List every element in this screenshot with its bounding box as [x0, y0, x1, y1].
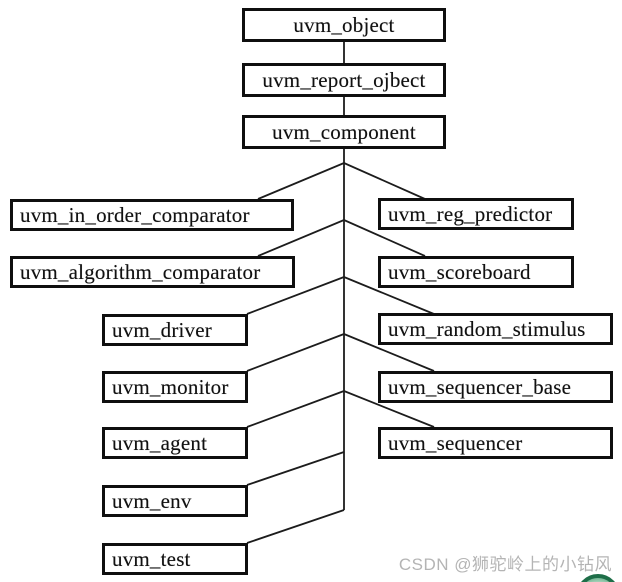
node-uvm-monitor: uvm_monitor — [102, 371, 248, 403]
node-uvm-algorithm-comparator: uvm_algorithm_comparator — [10, 256, 295, 288]
edge-row5 — [246, 390, 435, 428]
node-uvm-object: uvm_object — [242, 8, 446, 42]
edge-row4 — [246, 333, 435, 372]
node-uvm-agent: uvm_agent — [102, 427, 248, 459]
node-uvm-sequencer-base: uvm_sequencer_base — [378, 371, 613, 403]
edge-row3 — [246, 276, 435, 315]
node-uvm-scoreboard: uvm_scoreboard — [378, 256, 574, 288]
node-uvm-sequencer: uvm_sequencer — [378, 427, 613, 459]
csdn-watermark: CSDN @狮驼岭上的小钻风 — [398, 555, 612, 574]
node-uvm-env: uvm_env — [102, 485, 248, 517]
node-uvm-component: uvm_component — [242, 115, 446, 149]
node-uvm-random-stimulus: uvm_random_stimulus — [378, 313, 613, 345]
node-uvm-report-object: uvm_report_ojbect — [242, 63, 446, 97]
edge-row2 — [257, 219, 426, 257]
node-uvm-in-order-comparator: uvm_in_order_comparator — [10, 199, 294, 231]
edge-row7 — [246, 509, 345, 544]
node-uvm-test: uvm_test — [102, 543, 248, 575]
node-uvm-reg-predictor: uvm_reg_predictor — [378, 198, 574, 230]
edge-row1 — [257, 162, 426, 200]
node-uvm-driver: uvm_driver — [102, 314, 248, 346]
edge-row6 — [246, 451, 345, 486]
